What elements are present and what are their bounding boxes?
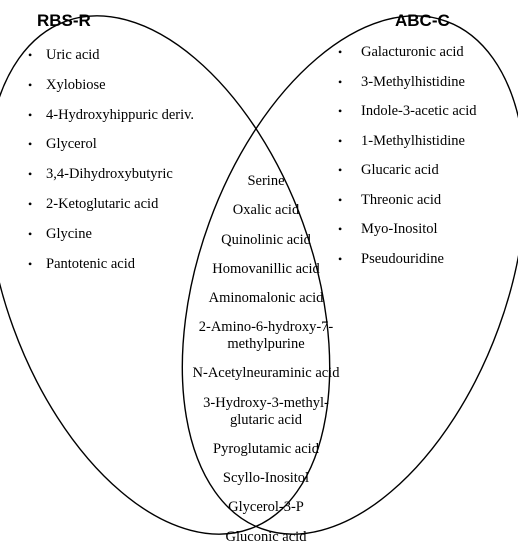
intersection-item-label: Scyllo-Inositol <box>222 470 310 487</box>
intersection-item: 3-Hydroxy-3-methyl-glutaric acid <box>176 395 356 441</box>
intersection-item-label: Serine <box>247 173 285 189</box>
set-list-right: • Galacturonic acid • 3-Methylhistidine • Ind… <box>338 44 477 280</box>
set-item: • 3,4-Dihydroxybutyric <box>28 166 194 196</box>
set-item: • 4-Hydroxyhippuric deriv. <box>28 107 194 137</box>
set-item-label: Glycine <box>46 225 92 242</box>
set-item-label: 4-Hydroxyhippuric deriv. <box>46 106 195 123</box>
intersection-item: Serine <box>176 173 356 202</box>
set-item: • 1-Methylhistidine <box>338 133 477 163</box>
set-item: • Indole-3-acetic acid <box>338 103 477 133</box>
set-item: • Pseudouridine <box>338 251 477 281</box>
intersection-item: Glycerol-3-P <box>176 499 356 528</box>
intersection-item-label: Quinolinic acid <box>221 231 311 248</box>
intersection-item-label: Pyroglutamic acid <box>213 440 319 457</box>
set-item: • Uric acid <box>28 47 194 77</box>
set-item-label: Threonic acid <box>361 191 442 208</box>
intersection-item: Homovanillic acid <box>176 261 356 290</box>
intersection-item-label: Oxalic acid <box>232 202 300 219</box>
bullet-icon: • <box>28 137 33 152</box>
set-item: • 2-Ketoglutaric acid <box>28 196 194 226</box>
set-item: • Xylobiose <box>28 77 194 107</box>
set-item-label: Myo-Inositol <box>361 221 438 237</box>
set-item-label: Galacturonic acid <box>361 44 464 60</box>
set-ellipse-left <box>0 15 331 535</box>
set-item: • Glucaric acid <box>338 162 477 192</box>
set-item: • Glycine <box>28 226 194 256</box>
bullet-icon: • <box>338 74 343 89</box>
intersection-item: 2-Amino-6-hydroxy-7-methylpurine <box>176 319 356 365</box>
bullet-icon: • <box>28 256 33 271</box>
bullet-icon: • <box>28 226 33 241</box>
intersection-item: Oxalic acid <box>176 202 356 231</box>
set-item-label: Glucaric acid <box>361 162 439 178</box>
bullet-icon: • <box>28 196 33 211</box>
set-item-label: Indole-3-acetic acid <box>361 103 477 119</box>
set-item-label: 2-Ketoglutaric acid <box>46 195 159 212</box>
bullet-icon: • <box>28 77 33 92</box>
bullet-icon: • <box>338 163 343 177</box>
set-item: • Pantotenic acid <box>28 256 194 286</box>
intersection-item-label: glutaric acid <box>229 411 303 428</box>
set-item: • 3-Methylhistidine <box>338 74 477 104</box>
bullet-icon: • <box>338 251 343 266</box>
intersection-item: N-Acetylneuraminic acid <box>176 365 356 394</box>
bullet-icon: • <box>338 45 343 59</box>
set-item-label: 1-Methylhistidine <box>361 132 465 149</box>
set-item-label: Pseudouridine <box>361 250 444 267</box>
intersection-item: Aminomalonic acid <box>176 290 356 319</box>
intersection-item: Pyroglutamic acid <box>176 441 356 470</box>
set-item-label: Xylobiose <box>46 76 106 93</box>
set-item-label: 3-Methylhistidine <box>361 73 465 90</box>
intersection-item-label: Glycerol-3-P <box>228 499 304 516</box>
set-list-left: • Uric acid • Xylobiose • 4-Hydroxyhippuric d… <box>28 47 194 285</box>
intersection-item-label: Aminomalonic acid <box>208 290 324 307</box>
set-title-left: RBS-R <box>37 11 91 30</box>
intersection-item-label: methylpurine <box>227 336 305 353</box>
intersection-item-label: 2-Amino-6-hydroxy-7- <box>198 319 334 336</box>
intersection-item-label: Gluconic acid <box>225 528 307 545</box>
intersection-item: Quinolinic acid <box>176 232 356 261</box>
intersection-item: Gluconic acid <box>176 529 356 558</box>
intersection-item-label: N-Acetylneuraminic acid <box>192 365 340 382</box>
set-item: • Glycerol <box>28 136 194 166</box>
bullet-icon: • <box>338 222 343 236</box>
bullet-icon: • <box>338 104 343 118</box>
set-title-right: ABC-C <box>395 11 450 30</box>
set-item: • Myo-Inositol <box>338 221 477 251</box>
set-ellipse-right <box>181 15 518 535</box>
intersection-item-label: 3-Hydroxy-3-methyl- <box>203 394 329 411</box>
set-item-label: Glycerol <box>46 136 97 153</box>
bullet-icon: • <box>338 133 343 148</box>
bullet-icon: • <box>28 107 33 122</box>
bullet-icon: • <box>338 192 343 207</box>
intersection-item-label: Homovanillic acid <box>212 260 320 277</box>
set-item: • Galacturonic acid <box>338 44 477 74</box>
bullet-icon: • <box>28 167 33 182</box>
intersection-item: Scyllo-Inositol <box>176 470 356 499</box>
bullet-icon: • <box>28 48 33 62</box>
set-item: • Threonic acid <box>338 192 477 222</box>
set-item-label: Pantotenic acid <box>46 255 135 272</box>
set-item-label: 3,4-Dihydroxybutyric <box>46 166 173 183</box>
set-item-label: Uric acid <box>46 47 100 63</box>
